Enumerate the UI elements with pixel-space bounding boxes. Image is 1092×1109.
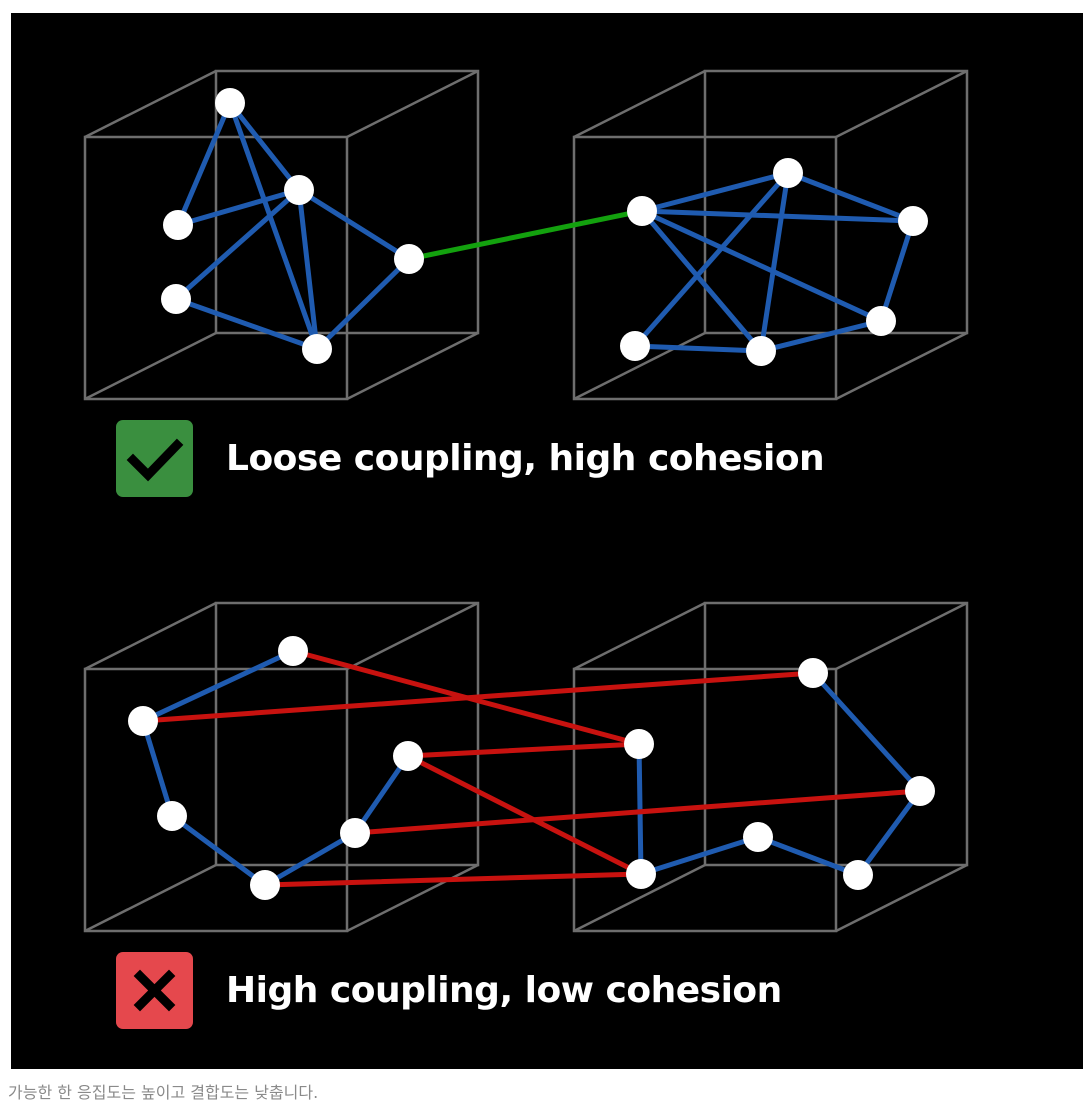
node [746,336,776,366]
good-diagram: Loose coupling, high cohesion [83,69,969,497]
good-badge [116,420,193,497]
module-box-bottom-left [83,601,480,933]
bad-label: High coupling, low cohesion [226,970,782,1011]
node [128,706,158,736]
internal-edges-bottom [140,648,923,888]
node [157,801,187,831]
node [393,741,423,771]
coupling-edge-good [406,208,645,262]
node [843,860,873,890]
node [898,206,928,236]
internal-edges-top [173,100,916,354]
good-label: Loose coupling, high cohesion [226,438,824,479]
check-icon [126,438,184,482]
node [278,636,308,666]
coupling-cohesion-figure: Loose coupling, high cohesion [11,13,1083,1069]
node [284,175,314,205]
node [302,334,332,364]
node [773,158,803,188]
node [743,822,773,852]
node [340,818,370,848]
node [626,859,656,889]
x-icon [133,969,176,1012]
node [163,210,193,240]
node [620,331,650,361]
node [624,729,654,759]
node [394,244,424,274]
node [627,196,657,226]
bad-badge [116,952,193,1029]
node [161,284,191,314]
nodes-bottom [128,636,935,900]
bad-diagram: High coupling, low cohesion [83,601,969,1029]
node [250,870,280,900]
node [866,306,896,336]
node [215,88,245,118]
coupling-edges-bad [140,648,923,888]
node [905,776,935,806]
module-box-top-left [83,69,480,401]
nodes-top [161,88,928,366]
node [798,658,828,688]
figure-caption: 가능한 한 응집도는 높이고 결합도는 낮춥니다. [8,1083,319,1102]
